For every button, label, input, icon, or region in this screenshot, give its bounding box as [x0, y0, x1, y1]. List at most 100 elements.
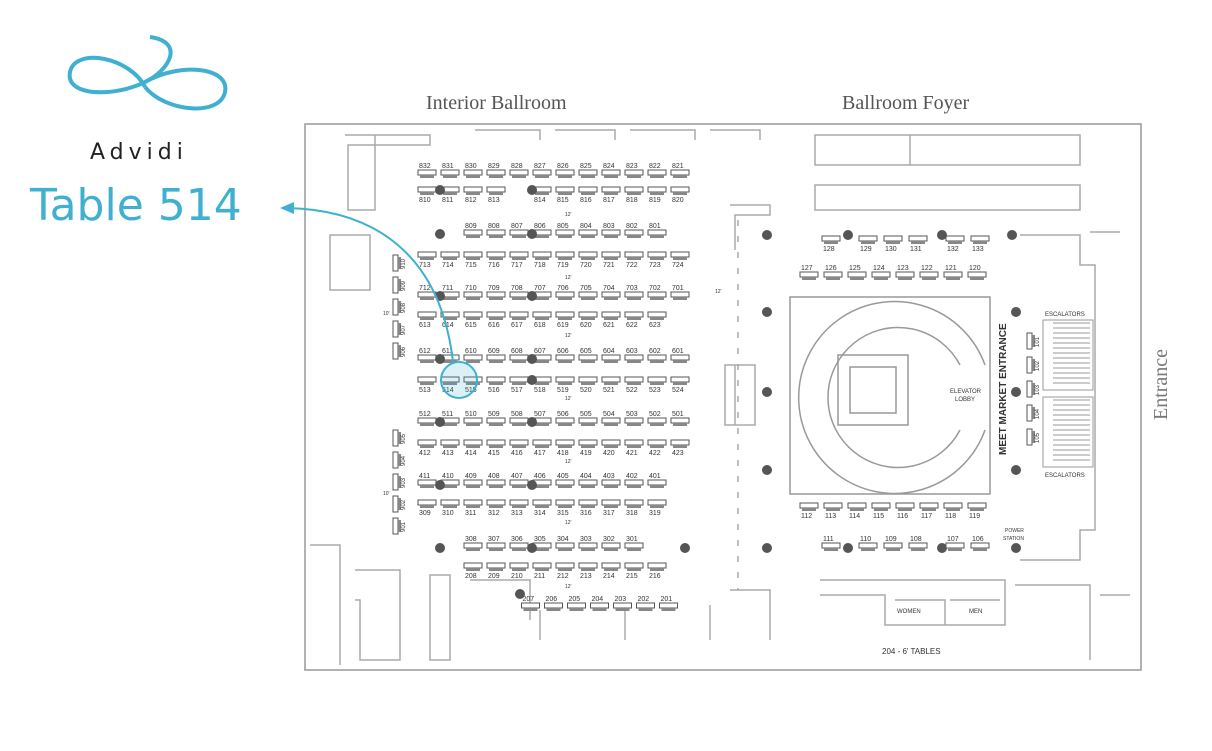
table-119: 119: [967, 502, 987, 520]
table-number: 703: [626, 285, 638, 292]
brand-name: Advidi: [90, 140, 188, 165]
table-number: 414: [465, 450, 477, 457]
table-807: 807: [509, 223, 529, 238]
column-dot: [435, 354, 445, 364]
table-804: 804: [578, 223, 598, 238]
table-313: 313: [509, 499, 529, 517]
table-number: 126: [825, 265, 837, 272]
table-number: 107: [947, 536, 959, 543]
table-number: 611: [442, 348, 453, 355]
column-dot: [937, 543, 947, 553]
table-405: 405: [555, 473, 575, 488]
table-number: 421: [626, 450, 638, 457]
table-number: 812: [465, 197, 477, 204]
table-number: 818: [626, 197, 638, 204]
table-number: 828: [511, 163, 523, 170]
table-517: 517: [509, 376, 529, 394]
table-404: 404: [578, 473, 598, 488]
table-number: 402: [626, 473, 638, 480]
table-number: 513: [419, 387, 431, 394]
column-dot: [762, 387, 772, 397]
table-621: 621: [601, 311, 621, 329]
table-number: 101: [1035, 336, 1041, 347]
column-dot: [843, 230, 853, 240]
table-832: 832: [417, 163, 437, 178]
table-number: 123: [897, 265, 909, 272]
table-number: 113: [825, 513, 836, 520]
table-710: 710: [463, 285, 483, 300]
table-number: 514: [442, 387, 454, 394]
labels-layer: ELEVATOR LOBBY MEET MARKET ENTRANCE ESCA…: [383, 212, 1085, 656]
table-number: 301: [626, 536, 638, 543]
escalators: [1042, 319, 1094, 468]
column-dot: [435, 185, 445, 195]
highlight-table-514: [440, 361, 478, 399]
table-133: 133: [970, 235, 990, 253]
table-616: 616: [486, 311, 506, 329]
table-number: 127: [801, 265, 813, 272]
column-dot: [527, 543, 537, 553]
table-number: 822: [649, 163, 661, 170]
table-number: 907: [401, 324, 407, 335]
table-831: 831: [440, 163, 460, 178]
table-number: 704: [603, 285, 615, 292]
table-number: 408: [488, 473, 500, 480]
table-number: 523: [649, 387, 661, 394]
table-number: 302: [603, 536, 615, 543]
table-number: 418: [557, 450, 569, 457]
table-number: 718: [534, 262, 546, 269]
table-number: 823: [626, 163, 638, 170]
table-number: 215: [626, 573, 638, 580]
column-dot: [762, 543, 772, 553]
table-715: 715: [463, 251, 483, 269]
table-125: 125: [847, 265, 867, 280]
side-spacing-label: 10': [383, 491, 390, 497]
table-number: 419: [580, 450, 592, 457]
table-312: 312: [486, 499, 506, 517]
column-dot: [435, 229, 445, 239]
table-409: 409: [463, 473, 483, 488]
table-number: 121: [945, 265, 957, 272]
table-number: 610: [465, 348, 477, 355]
column-dot: [1011, 543, 1021, 553]
table-717: 717: [509, 251, 529, 269]
table-number: 808: [488, 223, 500, 230]
table-number: 709: [488, 285, 500, 292]
table-216: 216: [647, 562, 667, 580]
table-414: 414: [463, 439, 483, 457]
table-309: 309: [417, 499, 437, 517]
table-number: 830: [465, 163, 477, 170]
table-306: 306: [509, 536, 529, 551]
table-number: 214: [603, 573, 615, 580]
table-number: 829: [488, 163, 500, 170]
table-509: 509: [486, 411, 506, 426]
table-824: 824: [601, 163, 621, 178]
table-122: 122: [919, 265, 939, 280]
table-number: 707: [534, 285, 546, 292]
table-number: 806: [534, 223, 546, 230]
table-number: 105: [1035, 432, 1041, 443]
table-513: 513: [417, 376, 437, 394]
table-112: 112: [799, 502, 819, 520]
arrow-head-icon: [280, 202, 294, 214]
aisle-spacing-label: 12': [715, 289, 722, 295]
table-115: 115: [871, 502, 891, 520]
table-number: 620: [580, 322, 592, 329]
table-number: 422: [649, 450, 661, 457]
table-number: 122: [921, 265, 933, 272]
table-105: 105: [1026, 428, 1041, 446]
table-number: 109: [885, 536, 897, 543]
table-825: 825: [578, 163, 598, 178]
table-815: 815: [555, 186, 575, 204]
table-number: 104: [1035, 408, 1041, 419]
table-number: 905: [401, 433, 407, 444]
table-number: 103: [1035, 384, 1041, 395]
table-523: 523: [647, 376, 667, 394]
table-number: 724: [672, 262, 684, 269]
table-number: 502: [649, 411, 661, 418]
table-number: 721: [603, 262, 615, 269]
table-number: 722: [626, 262, 638, 269]
table-number: 524: [672, 387, 684, 394]
table-number: 501: [672, 411, 684, 418]
table-403: 403: [601, 473, 621, 488]
